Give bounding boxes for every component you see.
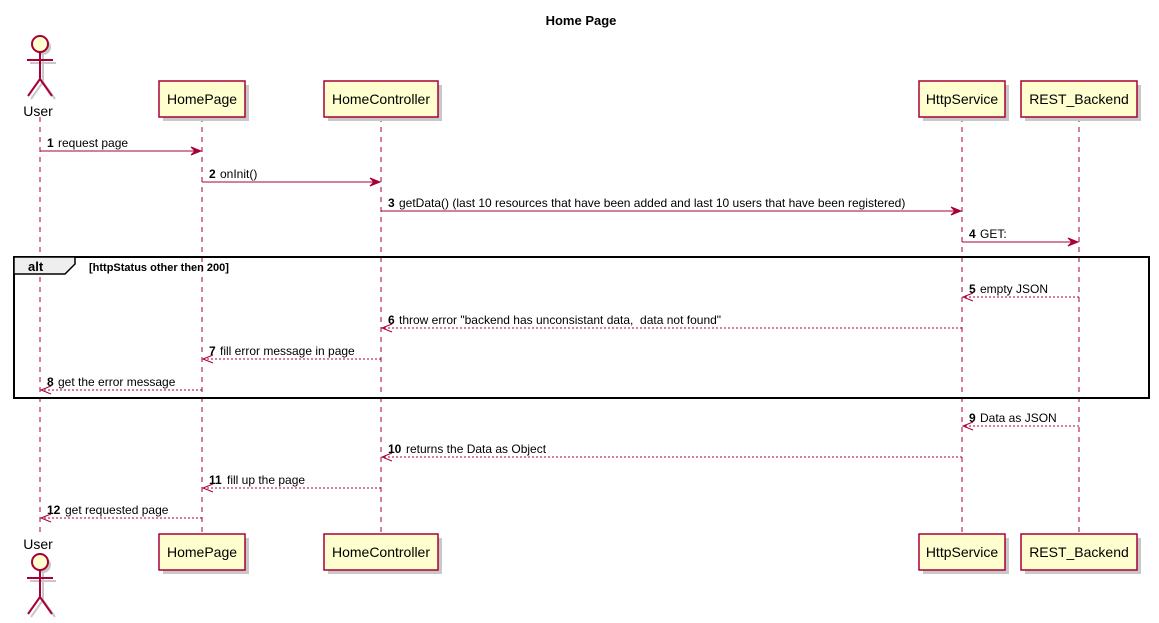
participant-label: HomePage	[167, 544, 237, 560]
alt-frame	[13, 256, 1150, 399]
participant-label: HomeController	[332, 91, 430, 107]
message-1: 1 request page	[40, 136, 203, 156]
actor-body-icon	[27, 570, 53, 615]
message-number: 3	[388, 196, 395, 210]
message-text: get the error message	[58, 375, 176, 389]
message-text: returns the Data as Object	[406, 442, 547, 456]
message-text: onInit()	[220, 167, 257, 181]
message-number: 8	[47, 375, 54, 389]
arrowhead-icon	[369, 177, 382, 187]
participant-homepage-bottom: HomePage	[158, 533, 249, 574]
diagram-title: Home Page	[546, 13, 617, 28]
arrowhead-icon	[380, 452, 393, 462]
message-6: 6 throw error "backend has unconsistant d…	[380, 313, 962, 333]
message-text: throw error "backend has unconsistant da…	[399, 313, 721, 327]
participant-box	[1020, 533, 1138, 571]
arrowhead-icon	[201, 354, 214, 364]
arrowhead-icon	[1067, 237, 1080, 247]
participant-label: HomePage	[167, 91, 237, 107]
message-number: 7	[209, 344, 216, 358]
message-number: 11	[209, 473, 222, 487]
message-number: 5	[969, 282, 976, 296]
arrowhead-icon	[39, 385, 52, 395]
actor-user-top: User	[23, 35, 56, 119]
participant-rest_backend-top: REST_Backend	[1020, 80, 1141, 121]
participant-label: User	[23, 536, 53, 552]
actor-head-icon	[31, 553, 49, 571]
actor-body-icon	[27, 52, 53, 97]
message-text: Data as JSON	[980, 411, 1057, 425]
actor-body-shadow	[30, 573, 56, 618]
message-10: 10 returns the Data as Object	[380, 442, 962, 462]
arrowhead-icon	[39, 513, 52, 523]
message-3: 3 getData() (last 10 resources that have …	[381, 196, 963, 216]
participant-box	[918, 80, 1006, 118]
participant-label: HttpService	[926, 544, 999, 560]
participant-box	[323, 533, 439, 571]
message-number: 4	[969, 227, 976, 241]
arrowhead-icon	[201, 483, 214, 493]
arrowhead-icon	[950, 206, 963, 216]
alt-guard: [httpStatus other then 200]	[89, 262, 229, 274]
message-text: get requested page	[65, 503, 169, 517]
message-number: 1	[47, 136, 54, 150]
participant-box	[1020, 80, 1138, 118]
participant-label: HomeController	[332, 544, 430, 560]
arrowhead-icon	[190, 146, 203, 156]
participant-label: REST_Backend	[1029, 91, 1129, 107]
message-12: 12 get requested page	[39, 503, 202, 523]
participant-homepage-top: HomePage	[158, 80, 249, 121]
message-text: fill error message in page	[220, 344, 355, 358]
participant-box	[158, 80, 246, 118]
message-9: 9 Data as JSON	[961, 411, 1079, 431]
message-number: 2	[209, 167, 216, 181]
actor-head-icon	[31, 35, 49, 53]
arrowhead-icon	[961, 292, 974, 302]
participants: UserUserHomePageHomePageHomeControllerHo…	[23, 35, 1141, 618]
message-text: request page	[58, 136, 128, 150]
participant-rest_backend-bottom: REST_Backend	[1020, 533, 1141, 574]
message-number: 6	[388, 313, 395, 327]
messages: 1 request page 2 onInit() 3 getData() (last 1…	[39, 136, 1080, 523]
message-text: fill up the page	[227, 473, 305, 487]
participant-box	[918, 533, 1006, 571]
participant-box	[158, 533, 246, 571]
participant-label: User	[23, 103, 53, 119]
arrowhead-icon	[380, 323, 393, 333]
message-11: 11 fill up the page	[201, 473, 381, 493]
message-text: empty JSON	[980, 282, 1048, 296]
message-text: getData() (last 10 resources that have b…	[399, 196, 905, 210]
message-8: 8 get the error message	[39, 375, 202, 395]
alt-fragment: alt [httpStatus other then 200]	[13, 256, 1150, 399]
actor-user-bottom: User	[23, 536, 56, 618]
participant-httpservice-bottom: HttpService	[918, 533, 1009, 574]
message-number: 12	[47, 503, 61, 517]
actor-body-shadow	[30, 55, 56, 100]
message-4: 4 GET:	[962, 227, 1080, 247]
message-7: 7 fill error message in page	[201, 344, 381, 364]
participant-label: HttpService	[926, 91, 999, 107]
participant-httpservice-top: HttpService	[918, 80, 1009, 121]
message-5: 5 empty JSON	[961, 282, 1079, 302]
message-2: 2 onInit()	[202, 167, 382, 187]
participant-homecontroller-bottom: HomeController	[323, 533, 442, 574]
participant-label: REST_Backend	[1029, 544, 1129, 560]
alt-tab	[13, 256, 76, 275]
participant-homecontroller-top: HomeController	[323, 80, 442, 121]
participant-box	[323, 80, 439, 118]
message-number: 10	[388, 442, 402, 456]
arrowhead-icon	[961, 421, 974, 431]
message-number: 9	[969, 411, 976, 425]
message-text: GET:	[980, 227, 1007, 241]
alt-label: alt	[28, 259, 44, 274]
